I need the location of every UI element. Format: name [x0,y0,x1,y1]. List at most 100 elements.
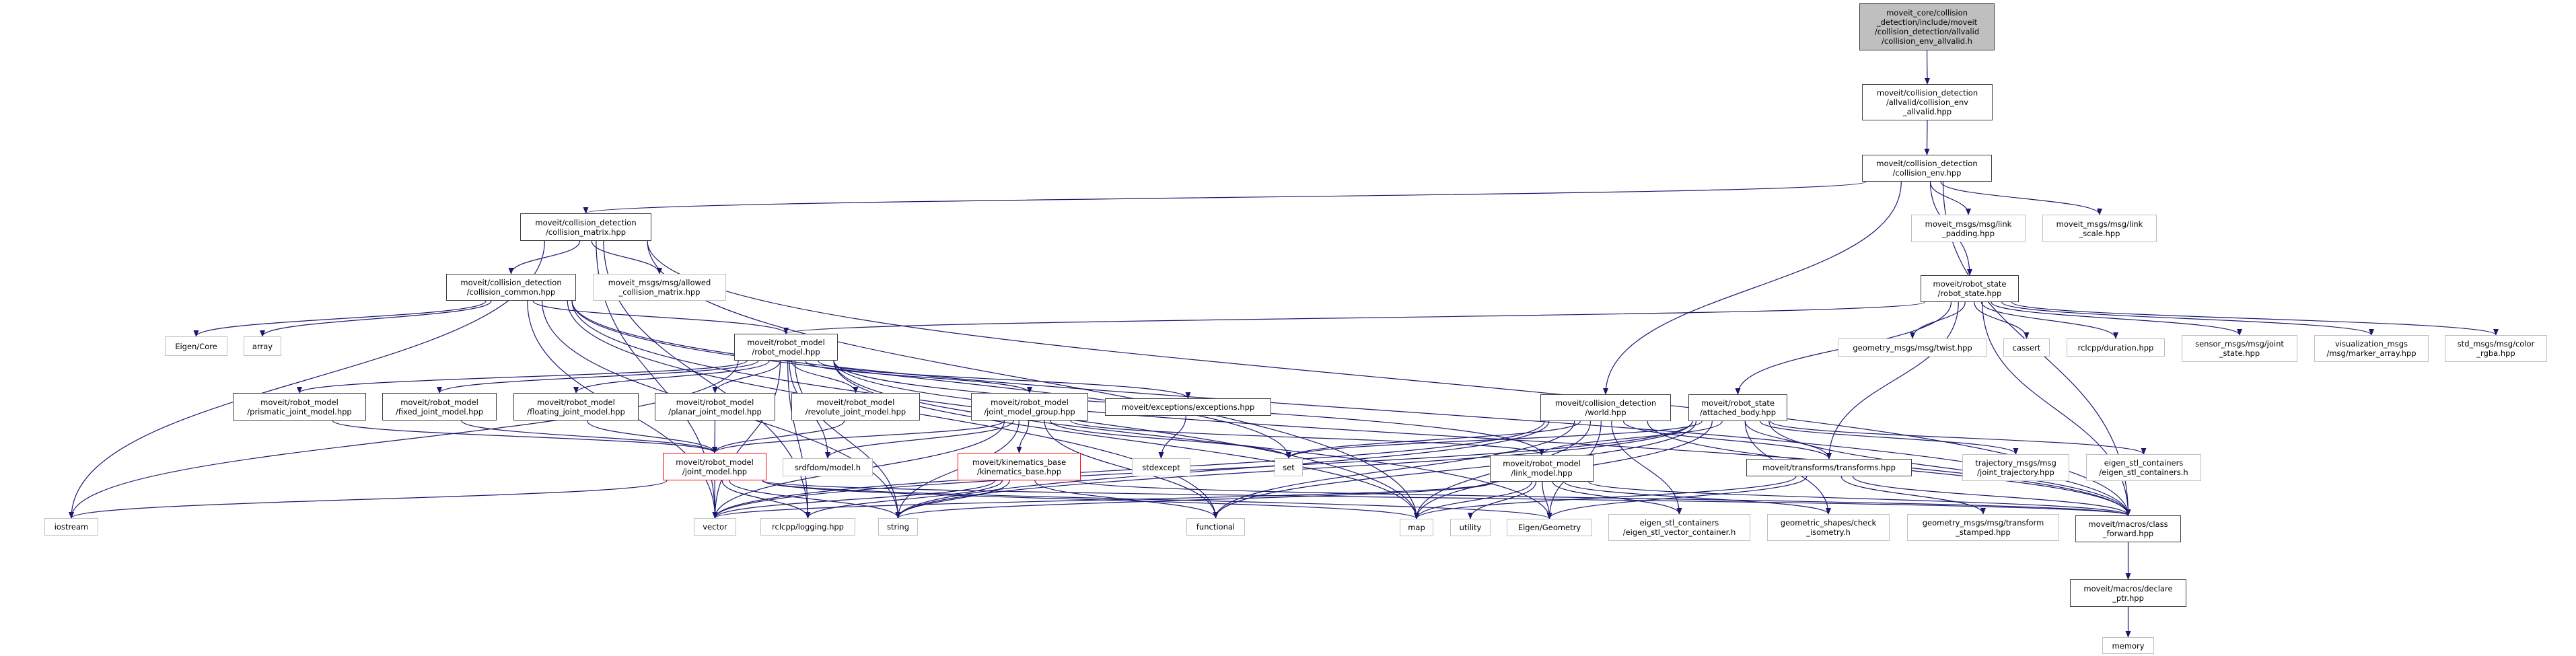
edge-collision_env-to-world [1603,181,1902,395]
node-planar[interactable]: moveit/robot_model /planar_joint_model.h… [655,393,775,421]
node-revolute[interactable]: moveit/robot_model /revolute_joint_model… [791,393,920,421]
edge-attached-to-class_forward [1768,421,2131,516]
node-joint-model[interactable]: moveit/robot_model /joint_model.hpp [663,453,766,480]
edge-robot_model-to-vector [712,360,781,519]
edge-collision_env-to-link_padding [1929,181,1971,215]
node-collision-env[interactable]: moveit/collision_detection /collision_en… [1862,155,1992,182]
edge-transforms-to-class_forward [1852,476,2131,516]
edge-prismatic-to-joint_model [332,420,717,453]
edge-world-to-transforms [1622,421,1832,460]
edge-robot_model-to-jmg [805,360,1032,394]
node-world[interactable]: moveit/collision_detection /world.hpp [1540,394,1671,421]
node-transform-stamped: geometry_msgs/msg/transform _stamped.hpp [1907,514,2059,541]
edge-collision_common-to-eigen_core [193,300,487,337]
edge-exceptions-to-stdexcept [1158,415,1186,459]
edge-robot_model-to-map [833,360,1419,519]
edge-world-to-string [895,421,1550,519]
edge-robot_state-to-color_rgba [2011,301,2499,336]
node-set: set [1275,458,1303,476]
node-transforms[interactable]: moveit/transforms/transforms.hpp [1746,459,1912,476]
edge-joint_model-to-class_forward [762,480,2131,516]
node-robot-state[interactable]: moveit/robot_state /robot_state.hpp [1921,275,2019,302]
node-exceptions[interactable]: moveit/exceptions/exceptions.hpp [1105,398,1271,416]
node-eigen-geometry: Eigen/Geometry [1507,519,1592,536]
edge-world-to-functional [1213,421,1575,519]
edge-link_model-to-utility [1468,481,1537,519]
node-kinematics[interactable]: moveit/kinematics_base /kinematics_base.… [958,453,1081,480]
edge-collision_common-to-robot_model [532,300,789,334]
edge-robot_state-to-robot_model [783,301,1925,334]
edge-robot_model-to-fixed [437,360,759,394]
node-class-forward[interactable]: moveit/macros/class _forward.hpp [2075,515,2181,542]
node-geometric-shapes: geometric_shapes/check _isometry.h [1767,514,1890,541]
edge-link_model-to-geometric_shapes [1564,481,1831,515]
node-declare-ptr[interactable]: moveit/macros/declare _ptr.hpp [2070,579,2186,607]
node-link-model[interactable]: moveit/robot_model /link_model.hpp [1490,455,1594,482]
edge-floating-to-joint_model [586,420,717,453]
edge-joint_model-to-iostream [69,480,668,519]
edge-robot_state-to-twist [1910,301,1966,339]
node-cassert: cassert [2003,338,2050,357]
edge-joint_model-to-map [762,480,1419,519]
node-color-rgba: std_msgs/msg/color _rgba.hpp [2445,335,2547,362]
node-twist: geometry_msgs/msg/twist.hpp [1838,338,1987,357]
edge-robot_state-to-duration [1980,301,2118,339]
edge-transforms-to-map [1414,476,1797,519]
edge-robot_state-to-marker_array [2001,301,2374,336]
edge-link_model-to-eigen_stl_vec [1552,481,1682,515]
edge-robot_model-to-string [794,360,901,519]
node-allowed-cm: moveit_msgs/msg/allowed _collision_matri… [593,274,726,301]
node-root[interactable]: moveit_core/collision _detection/include… [1859,3,1995,50]
edge-transforms-to-transform_stamped [1840,476,1986,515]
edge-attached-to-transforms [1744,421,1832,460]
node-logging: rclcpp/logging.hpp [760,518,855,536]
node-stdexcept: stdexcept [1132,458,1190,476]
edge-jmg-to-link_model [1070,420,1544,455]
edge-kinematics-to-vector [712,480,995,519]
edge-collision_matrix-to-collision_common [508,240,581,275]
node-functional: functional [1186,518,1245,536]
node-marker-array: visualization_msgs /msg/marker_array.hpp [2314,335,2429,362]
node-collision-common[interactable]: moveit/collision_detection /collision_co… [446,274,576,301]
edge-link_model-to-vector [712,481,1495,519]
node-map: map [1400,519,1433,536]
edge-attached-to-set [1286,421,1703,459]
node-srdfdom: srdfdom/model.h [783,458,873,476]
edge-transforms-to-eigen_geometry [1546,476,1808,519]
edge-robot_state-to-joint_state [1991,301,2242,336]
edge-robot_model-to-prismatic [297,360,748,394]
edge-revolute-to-joint_model [712,420,845,453]
edge-attached-to-functional [1213,421,1697,519]
edge-attached-to-eigen_stl_h [1770,421,2147,455]
edge-joint_model-to-eigen_geometry [762,480,1552,519]
edge-fixed-to-joint_model [461,420,717,453]
edge-jmg-to-set [1050,420,1291,459]
edge-robot_state-to-class_forward [1982,301,2131,516]
edge-link_model-to-class_forward [1588,481,2131,516]
node-floating[interactable]: moveit/robot_model /floating_joint_model… [513,393,639,421]
edge-robot_state-to-cassert [1974,301,2030,339]
node-prismatic[interactable]: moveit/robot_model /prismatic_joint_mode… [233,393,366,421]
edge-robot_model-to-floating [573,360,770,394]
node-memory: memory [2102,637,2154,654]
node-fixed[interactable]: moveit/robot_model /fixed_joint_model.hp… [382,393,497,421]
node-vector: vector [694,518,736,536]
node-robot-model[interactable]: moveit/robot_model /robot_model.hpp [734,334,838,361]
edge-robot_model-to-revolute [791,360,859,394]
node-joint-state: sensor_msgs/msg/joint _state.hpp [2182,335,2297,362]
node-trajectory: trajectory_msgs/msg /joint_trajectory.hp… [1962,454,2069,481]
edge-collision_common-to-set [571,300,1291,459]
node-allvalid[interactable]: moveit/collision_detection /allvalid/col… [1862,84,1993,120]
edge-jmg-to-joint_model [712,420,1005,453]
node-jmg[interactable]: moveit/robot_model /joint_model_group.hp… [971,393,1088,421]
edge-attached-to-trajectory [1759,421,2019,455]
edge-robot_model-to-planar [712,360,781,394]
node-collision-matrix[interactable]: moveit/collision_detection /collision_ma… [520,213,651,241]
node-link-scale: moveit_msgs/msg/link _scale.hpp [2042,215,2157,242]
node-attached[interactable]: moveit/robot_state /attached_body.hpp [1688,394,1787,421]
node-link-padding: moveit_msgs/msg/link _padding.hpp [1911,215,2026,242]
edge-collision_matrix-to-allowed_cm [591,240,662,275]
edge-link_model-to-map [1414,481,1532,519]
edge-robot_model-to-eigen_geometry [833,360,1552,519]
